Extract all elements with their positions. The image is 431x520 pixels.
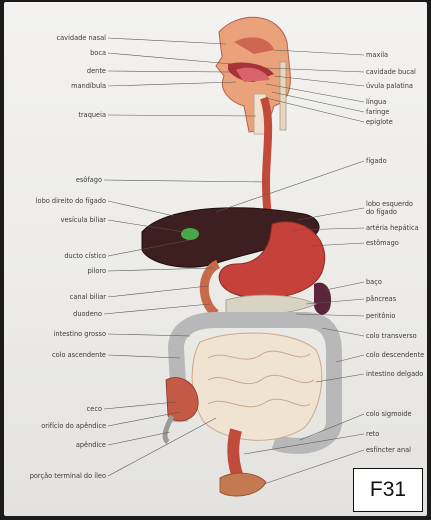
label-intestino-delgado: intestino delgado — [366, 370, 423, 378]
label-colo-transverso: colo transverso — [366, 332, 417, 340]
label-cavidade-nasal: cavidade nasal — [10, 34, 106, 42]
label-apendice: apêndice — [10, 441, 106, 449]
label-traqueia: traqueia — [10, 111, 106, 119]
label-canal-biliar: canal biliar — [10, 293, 106, 301]
label-piloro: piloro — [10, 267, 106, 275]
label-maxila: maxila — [366, 51, 388, 59]
label-arteria-hepatica: artéria hepática — [366, 224, 419, 232]
label-uvula-palatina: úvula palatina — [366, 82, 413, 90]
figure-tag: F31 — [353, 468, 423, 512]
label-colo-sigmoide: colo sigmoide — [366, 410, 412, 418]
label-epiglote: epiglote — [366, 118, 393, 126]
label-estomago: estômago — [366, 239, 399, 247]
label-lobo-esquerdo-figado: lobo esquerdo do fígado — [366, 200, 422, 216]
label-porcao-terminal-ileo: porção terminal do íleo — [4, 472, 106, 480]
label-pancreas: pâncreas — [366, 295, 396, 303]
label-colo-descendente: colo descendente — [366, 351, 424, 359]
label-vesicula-biliar: vesícula biliar — [10, 216, 106, 224]
label-esfincter-anal: esfíncter anal — [366, 446, 411, 454]
small-intestine — [192, 333, 322, 440]
book-page: cavidade nasal boca dente mandíbula traq… — [4, 2, 427, 516]
label-faringe: faringe — [366, 108, 389, 116]
label-mandibula: mandíbula — [10, 82, 106, 90]
pancreas — [226, 295, 316, 315]
appendix — [165, 416, 172, 442]
label-esofago: esôfago — [10, 176, 102, 184]
anal-sphincter — [220, 473, 266, 496]
label-figado: fígado — [366, 157, 387, 165]
label-peritonio: peritônio — [366, 312, 395, 320]
label-orificio-apendice: orifício do apêndice — [6, 422, 106, 430]
label-boca: boca — [10, 49, 106, 57]
label-ceco: ceco — [10, 405, 102, 413]
label-cavidade-bucal: cavidade bucal — [366, 68, 416, 76]
duodenum — [204, 264, 218, 314]
spine — [280, 62, 286, 130]
label-lingua: língua — [366, 98, 386, 106]
label-intestino-grosso: intestino grosso — [10, 330, 106, 338]
label-baco: baço — [366, 278, 382, 286]
label-lobo-direito-figado: lobo direito do fígado — [6, 197, 106, 205]
gallbladder — [181, 228, 199, 240]
label-colo-ascendente: colo ascendente — [10, 351, 106, 359]
label-dente: dente — [10, 67, 106, 75]
label-ducto-cistico: ducto cístico — [10, 252, 106, 260]
spleen — [314, 283, 331, 315]
label-duodeno: duodeno — [10, 310, 102, 318]
label-reto: reto — [366, 430, 379, 438]
